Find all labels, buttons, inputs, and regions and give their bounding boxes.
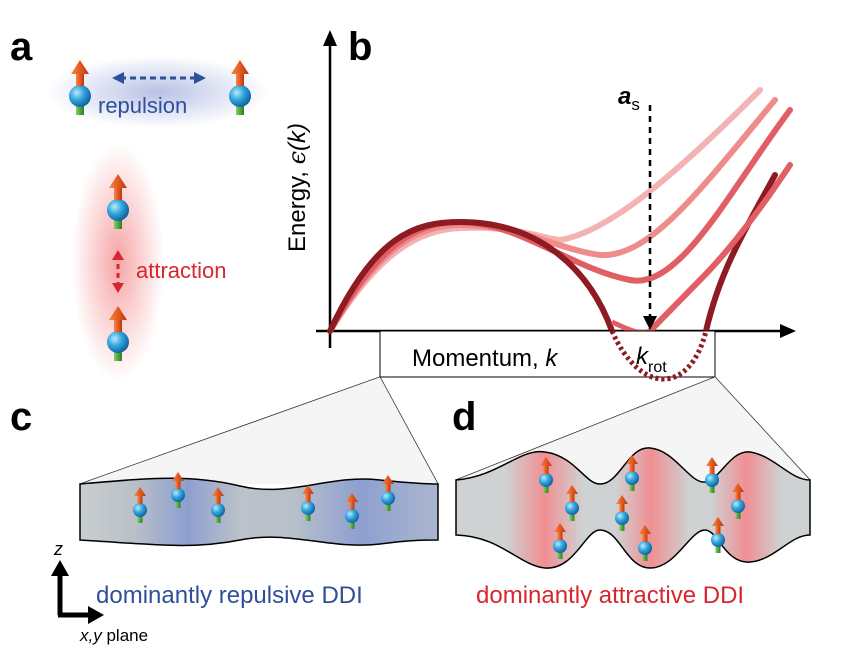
tube-c [79, 477, 439, 547]
zoom-cone-c [80, 377, 438, 484]
zoom-box [379, 330, 716, 378]
x-axis-arrowhead [780, 324, 796, 338]
caption-d: dominantly attractive DDI [476, 582, 744, 609]
attraction-label: attraction [136, 258, 227, 283]
panel-letter-b: b [348, 25, 372, 69]
dispersion-curve-roton [647, 162, 793, 334]
panel-b: b Energy, ϵ(k) as Momentum, k krot [79, 25, 811, 485]
caption-c: dominantly repulsive DDI [96, 582, 363, 609]
dispersion-curve-3 [327, 107, 793, 334]
y-axis-label: Energy, ϵ(k) [283, 123, 311, 252]
repulsion-glow [46, 56, 270, 128]
panel-d: d dominantly attractive DDI [452, 395, 811, 609]
x-axis-label: Momentum, k [412, 345, 559, 372]
y-axis-label-symbol: ϵ [283, 151, 311, 164]
dispersion-curve-2 [327, 97, 778, 334]
panel-a: a repulsion attraction [10, 25, 270, 382]
repulsion-arrowhead-right [194, 72, 206, 84]
xy-plane-label-plain: plane [102, 626, 148, 645]
xy-plane-label-italic: x,y [79, 626, 103, 645]
repulsion-arrowhead-left [112, 72, 124, 84]
k-rot-label: krot [636, 343, 667, 376]
x-axis-label-symbol: k [545, 345, 559, 372]
y-axis-label-prefix: Energy, [284, 164, 311, 252]
a-s-arrowhead [643, 316, 657, 330]
xy-plane-label: x,y plane [79, 626, 148, 645]
attraction-arrowhead-bottom [112, 283, 124, 293]
z-axis-label: z [53, 539, 63, 559]
a-s-label-main: a [618, 83, 631, 110]
attraction-glow [72, 142, 164, 382]
panel-c: c dominantly repulsive DDI [10, 395, 439, 609]
panel-letter-c: c [10, 395, 32, 439]
a-s-label: as [618, 83, 640, 114]
panel-letter-d: d [452, 395, 476, 439]
axes-key: z x,y plane [51, 539, 148, 645]
xy-axis-arrowhead [88, 606, 104, 624]
z-axis-arrowhead [51, 560, 69, 576]
dispersion-curve-1 [327, 87, 763, 334]
x-axis-label-prefix: Momentum, [412, 345, 545, 372]
y-axis-arrowhead [323, 30, 337, 46]
repulsion-label: repulsion [98, 93, 187, 118]
dispersion-curve-4-right [703, 172, 778, 334]
y-axis-label-suffix: (k) [284, 123, 311, 151]
dispersion-curve-4-dashed-over [609, 329, 709, 382]
panel-letter-a: a [10, 25, 33, 69]
dispersion-curve-4 [327, 218, 615, 334]
attraction-arrowhead-top [112, 250, 124, 260]
a-s-label-sub: s [631, 95, 640, 114]
k-rot-label-sub: rot [648, 359, 667, 376]
k-rot-label-main: k [636, 343, 650, 370]
